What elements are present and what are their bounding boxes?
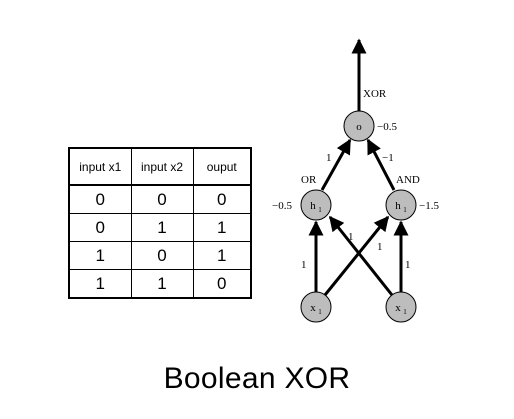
input-node-right: x 1	[385, 291, 417, 323]
table-cell: 0	[192, 269, 252, 299]
diagram-caption: Boolean XOR	[163, 362, 351, 395]
table-row: 1 1 0	[68, 269, 252, 299]
column-header-output: ouput	[192, 147, 252, 186]
hidden-right-subscript: 1	[403, 206, 407, 214]
output-node: o	[343, 110, 375, 142]
weight-input-left-to-hidden-right: 1	[377, 241, 383, 253]
table-cell: 1	[130, 269, 194, 299]
input-right-label: x	[395, 302, 401, 314]
edge-hidden-left-to-output	[320, 138, 352, 191]
input-left-subscript: 1	[318, 308, 322, 316]
edge-input-left-to-hidden-right	[323, 215, 390, 296]
hidden-left-bias: −0.5	[272, 200, 292, 212]
output-node-name: XOR	[363, 88, 387, 100]
table-cell: 0	[130, 241, 194, 270]
output-node-bias: −0.5	[377, 121, 397, 133]
output-node-label: o	[356, 121, 362, 133]
hidden-left-subscript: 1	[318, 206, 322, 214]
hidden-right-label: h	[395, 200, 401, 212]
hidden-left-label: h	[310, 200, 316, 212]
hidden-left-name: OR	[301, 174, 317, 186]
table-cell: 1	[192, 241, 252, 270]
hidden-right-name: AND	[396, 174, 420, 186]
truth-table: input x1 input x2 ouput 0 0 0 0 1 1 1 0 …	[68, 147, 252, 299]
weight-input-left-to-hidden-left: 1	[301, 259, 307, 271]
hidden-node-left: h 1	[300, 189, 332, 221]
hidden-node-right: h 1	[385, 189, 417, 221]
input-node-left: x 1	[300, 291, 332, 323]
table-header-row: input x1 input x2 ouput	[68, 147, 252, 186]
edge-hidden-right-to-output	[366, 138, 396, 191]
table-cell: 0	[192, 184, 252, 214]
table-cell: 1	[192, 213, 252, 242]
weight-input-right-to-hidden-right: 1	[405, 259, 411, 271]
column-header-input-x1: input x1	[68, 147, 132, 186]
weight-hidden-left-to-output: 1	[326, 152, 332, 164]
table-row: 0 0 0	[68, 184, 252, 214]
table-cell: 0	[68, 213, 132, 242]
hidden-right-bias: −1.5	[419, 200, 439, 212]
column-header-input-x2: input x2	[130, 147, 194, 186]
table-row: 1 0 1	[68, 241, 252, 270]
weight-input-right-to-hidden-left: 1	[348, 231, 354, 243]
input-right-subscript: 1	[403, 308, 407, 316]
input-left-label: x	[310, 302, 316, 314]
weight-hidden-right-to-output: −1	[382, 152, 394, 164]
edge-input-right-to-hidden-left	[328, 215, 394, 296]
table-cell: 1	[68, 241, 132, 270]
table-cell: 1	[68, 269, 132, 299]
